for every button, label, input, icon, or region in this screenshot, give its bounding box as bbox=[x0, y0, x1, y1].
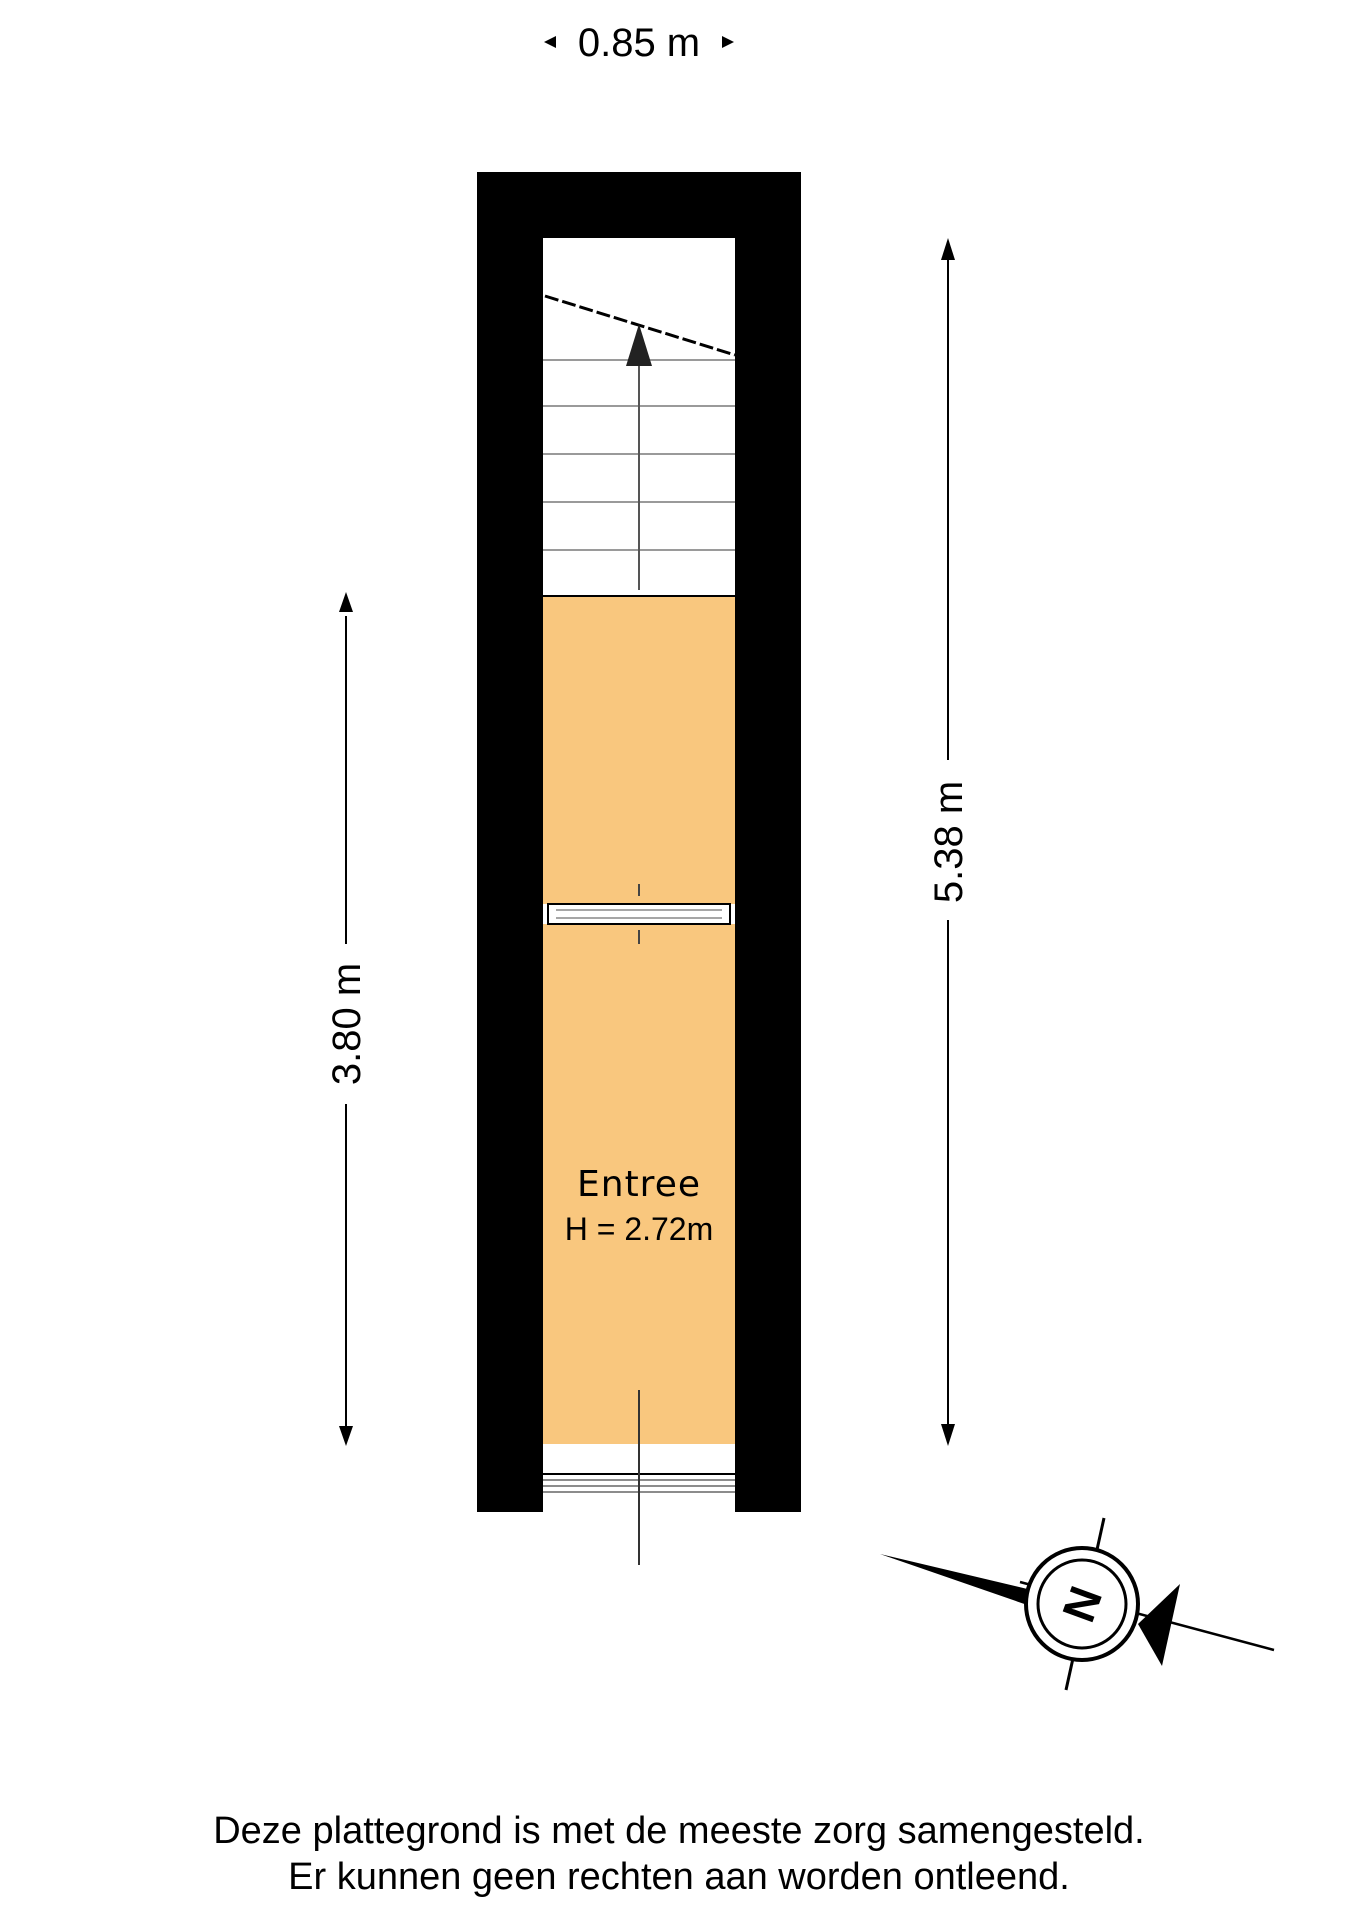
arrow-down-icon bbox=[941, 1424, 955, 1446]
disclaimer-line-2: Er kunnen geen rechten aan worden ontlee… bbox=[288, 1856, 1070, 1898]
entree-room bbox=[543, 595, 735, 1444]
width-dimension-label: 0.85 m bbox=[578, 21, 700, 65]
width-dimension: 0.85 m bbox=[544, 21, 734, 65]
arrow-up-icon bbox=[339, 592, 353, 612]
room-fill-lower bbox=[543, 924, 735, 1444]
compass-icon: N bbox=[880, 1517, 1275, 1691]
arrow-up-icon bbox=[941, 238, 955, 260]
disclaimer-line-1: Deze plattegrond is met de meeste zorg s… bbox=[213, 1810, 1145, 1852]
stair-break-line bbox=[544, 294, 736, 357]
arrow-left-icon bbox=[544, 36, 556, 48]
staircase bbox=[543, 238, 736, 596]
walls bbox=[477, 172, 801, 1512]
left-height-dimension: 3.80 m bbox=[325, 592, 369, 1446]
inner-door bbox=[547, 884, 731, 944]
arrow-down-icon bbox=[339, 1426, 353, 1446]
right-height-dimension: 5.38 m bbox=[927, 238, 971, 1446]
arrow-right-icon bbox=[722, 36, 734, 48]
wall-right bbox=[735, 172, 801, 1512]
room-height-label: H = 2.72m bbox=[565, 1211, 714, 1247]
wall-left bbox=[477, 172, 543, 1512]
stair-up-arrow-icon bbox=[626, 324, 652, 366]
left-height-label: 3.80 m bbox=[325, 963, 369, 1085]
disclaimer: Deze plattegrond is met de meeste zorg s… bbox=[0, 1808, 1358, 1900]
room-name-label: Entree bbox=[577, 1164, 701, 1205]
entrance-door bbox=[543, 1390, 735, 1565]
right-height-label: 5.38 m bbox=[927, 781, 971, 903]
room-fill-upper bbox=[543, 596, 735, 904]
